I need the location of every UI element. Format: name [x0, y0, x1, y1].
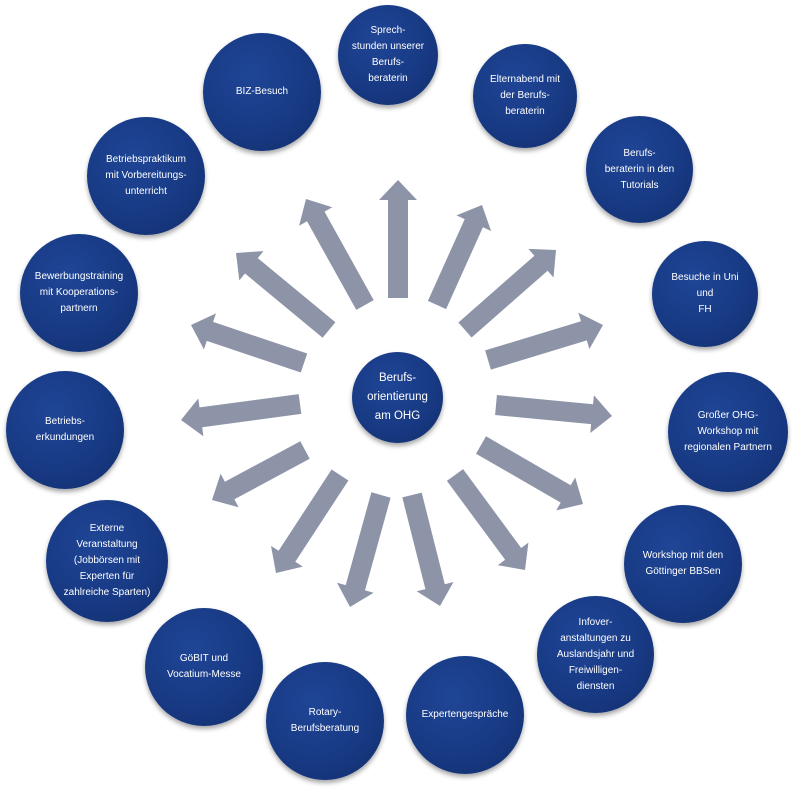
node-goebit: GöBIT und Vocatium-Messe [145, 608, 263, 726]
node-bbs-workshop: Workshop mit den Göttinger BBSen [624, 505, 742, 623]
node-label: Expertengespräche [421, 709, 509, 720]
node-label: BIZ-Besuch [235, 86, 289, 97]
node-label: Betriebspraktikum mit Vorbereitungs- unt… [105, 154, 187, 197]
node-label: Besuche in Uni und FH [671, 272, 739, 315]
node-label: Betriebs- erkundungen [35, 416, 95, 443]
arrow-6 [476, 436, 583, 511]
arrow-5 [495, 395, 612, 433]
arrow-2 [427, 205, 492, 310]
arrow-11 [212, 441, 310, 508]
node-label: Elternabend mit der Berufs- beraterin [489, 74, 561, 117]
arrow-7 [446, 469, 529, 570]
arrow-9 [337, 492, 391, 607]
center-node: Berufs- orientierung am OHG [352, 352, 443, 443]
node-label: Berufs- beraterin in den Tutorials [604, 147, 675, 191]
node-label: GöBIT und Vocatium-Messe [167, 653, 241, 680]
node-label: Workshop mit den Göttinger BBSen [642, 550, 724, 577]
arrow-10 [271, 469, 349, 573]
arrow-15 [299, 199, 374, 310]
node-bewerbungstraining: Bewerbungstraining mit Kooperations- par… [20, 234, 138, 352]
node-biz-besuch: BIZ-Besuch [203, 33, 321, 151]
arrow-14 [236, 251, 336, 338]
arrow-1 [379, 180, 417, 298]
arrow-3 [458, 248, 556, 338]
node-label: Rotary- Berufsberatung [290, 707, 360, 734]
arrow-12 [181, 394, 302, 437]
node-tutorials: Berufs- beraterin in den Tutorials [586, 116, 693, 223]
node-label: Infover- anstaltungen zu Auslandsjahr un… [556, 616, 635, 692]
node-rotary: Rotary- Berufsberatung [266, 662, 384, 780]
arrow-8 [402, 492, 454, 606]
arrow-4 [485, 312, 603, 370]
node-label: Großer OHG- Workshop mit regionalen Part… [684, 410, 772, 453]
node-sprechstunden: Sprech- stunden unserer Berufs- berateri… [338, 5, 438, 105]
node-infoveranstaltungen: Infover- anstaltungen zu Auslandsjahr un… [537, 596, 654, 713]
node-uni-fh: Besuche in Uni und FH [652, 241, 758, 347]
node-expertengespraeche: Expertengespräche [406, 656, 524, 774]
node-elternabend: Elternabend mit der Berufs- beraterin [473, 44, 577, 148]
node-label: Externe Veranstaltung (Jobbörsen mit Exp… [63, 523, 151, 598]
node-label: Sprech- stunden unserer Berufs- berateri… [351, 25, 425, 84]
node-betriebserkundungen: Betriebs- erkundungen [6, 371, 124, 489]
node-label: Bewerbungstraining mit Kooperations- par… [34, 271, 124, 314]
center-label: Berufs- orientierung am OHG [367, 372, 428, 422]
node-betriebspraktikum: Betriebspraktikum mit Vorbereitungs- unt… [87, 117, 205, 235]
node-externe-veranstaltung: Externe Veranstaltung (Jobbörsen mit Exp… [46, 500, 168, 622]
arrow-13 [191, 313, 308, 373]
node-ohg-workshop: Großer OHG- Workshop mit regionalen Part… [668, 372, 788, 492]
